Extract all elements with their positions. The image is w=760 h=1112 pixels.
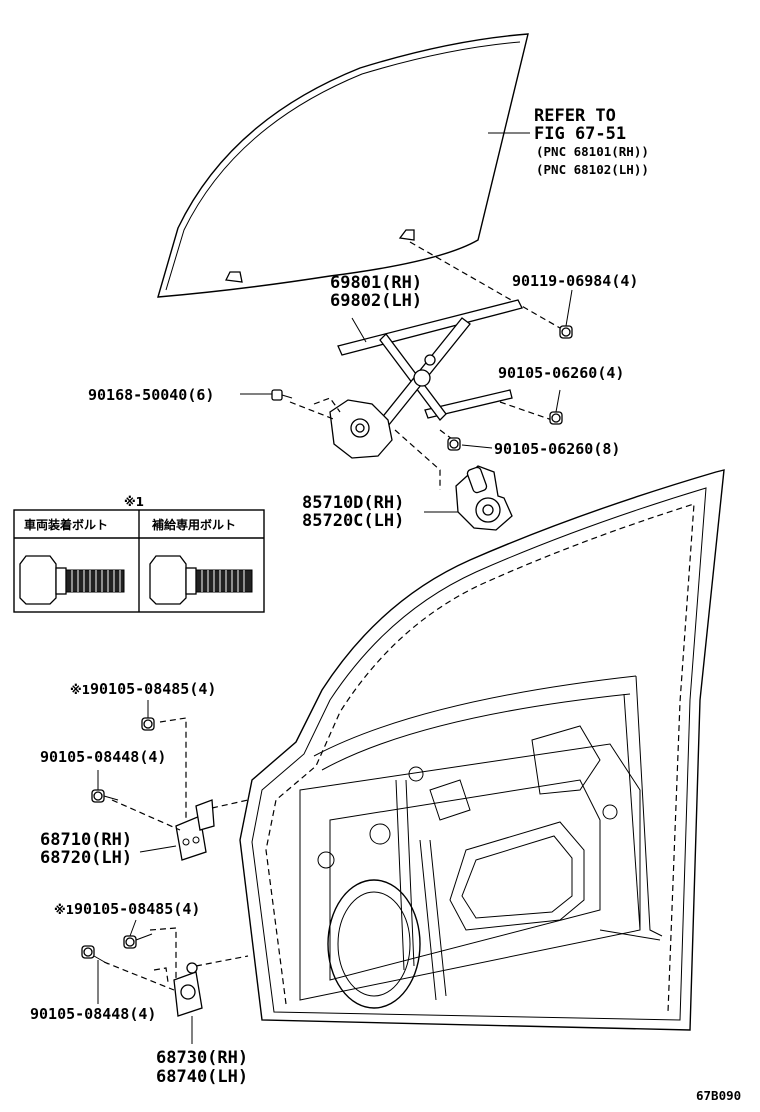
bolt-icon [549,411,563,425]
note-mark: ※1 [124,495,144,509]
part-label[interactable]: 90105-06260(8) [494,440,620,458]
door-glass[interactable] [157,33,529,298]
bolt-icon [81,945,109,1004]
part-label[interactable]: 90105-08485(4) [74,900,200,918]
refer-line3: (PNC 68101(RH)) [536,144,649,159]
note-mark-small: ※1 [54,903,74,917]
part-label[interactable]: 69802(LH) [330,291,422,311]
part-label[interactable]: 68710(RH) [40,830,132,850]
part-label[interactable]: 90105-06260(4) [498,364,624,382]
bolt-icon [559,325,573,339]
refer-line1: REFER TO [534,106,616,126]
bolt-icon [447,437,461,451]
part-label[interactable]: 68720(LH) [40,848,132,868]
door-panel[interactable] [239,469,725,1031]
part-label[interactable]: 85720C(LH) [302,511,404,531]
part-label[interactable]: 90119-06984(4) [512,272,638,290]
figure-id: 67B090 [696,1088,741,1103]
part-label[interactable]: 90105-08448(4) [30,1005,156,1023]
part-label[interactable]: 85710D(RH) [302,493,404,513]
window-regulator[interactable] [329,299,523,459]
service-bolt-icon [149,555,253,605]
bolt-reference-table [13,509,265,613]
refer-line2: FIG 67-51 [534,124,626,144]
window-motor[interactable] [455,465,513,531]
part-label[interactable]: 68740(LH) [156,1067,248,1087]
table-header-service-bolt: 補給専用ボルト [151,517,236,532]
note-mark-small: ※1 [70,683,90,697]
bolt-icon [91,770,119,803]
bolt-icon [271,389,293,401]
part-label[interactable]: 90105-08448(4) [40,748,166,766]
lower-hinge[interactable] [173,962,203,1017]
refer-line4: (PNC 68102(LH)) [536,162,649,177]
upper-hinge[interactable] [175,799,215,861]
bolt-icon [141,700,155,731]
table-header-vehicle-bolt: 車両装着ボルト [24,517,108,532]
part-label[interactable]: 90105-08485(4) [90,680,216,698]
part-label[interactable]: 69801(RH) [330,273,422,293]
bolt-icon [123,919,153,949]
part-label[interactable]: 90168-50040(6) [88,386,214,404]
vehicle-bolt-icon [19,555,125,605]
part-label[interactable]: 68730(RH) [156,1048,248,1068]
